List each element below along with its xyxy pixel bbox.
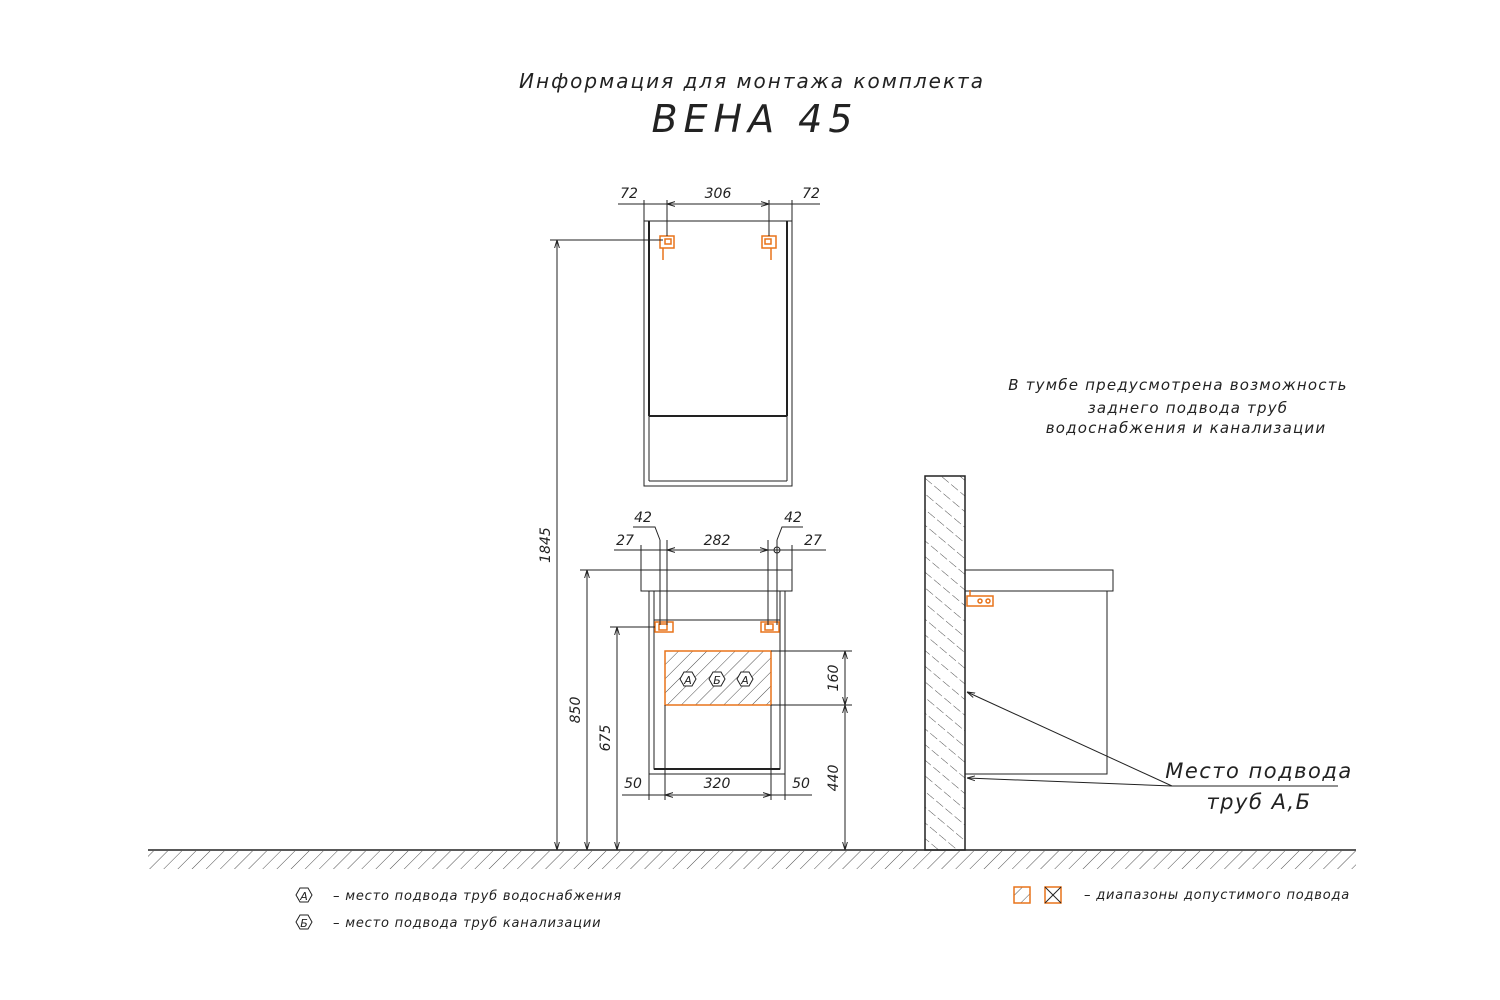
floor-hatch: [148, 851, 1356, 869]
dim-mirror-mid: 306: [705, 186, 732, 202]
base-cabinet: [640, 569, 793, 775]
dim-zone-base: 440: [826, 765, 842, 792]
wall-section: [924, 475, 966, 851]
dim-base-mid: 282: [704, 533, 731, 549]
base-mount-left-icon: [654, 621, 674, 633]
dim-height-675: 675: [598, 725, 614, 752]
marker-water-right: А: [736, 671, 754, 687]
vertical-dimensions-right: [771, 650, 852, 850]
dim-bottom-left: 50: [624, 776, 642, 792]
dim-zone-height: 160: [826, 665, 842, 692]
side-mount-icon: [966, 590, 994, 607]
dim-mirror-right: 72: [802, 186, 820, 202]
svg-text:Б: Б: [713, 674, 721, 687]
callout-leader: [967, 692, 1338, 787]
marker-water-left: А: [679, 671, 697, 687]
title-line1: Информация для монтажа комплекта: [519, 69, 985, 93]
svg-text:А: А: [299, 890, 308, 903]
svg-text:А: А: [740, 674, 749, 687]
legend-range-hatch-icon: [1013, 886, 1031, 904]
base-mount-right-icon: [760, 621, 780, 633]
mirror-cabinet: [643, 220, 793, 487]
dim-total-height: 1845: [538, 527, 554, 563]
svg-text:Б: Б: [300, 917, 308, 930]
side-view-cabinet: [964, 569, 1114, 775]
callout-line1: Место подвода: [1165, 759, 1353, 783]
dim-base-top-left: 42: [634, 510, 652, 526]
legend-water-marker: А: [295, 887, 313, 903]
dim-bottom-right: 50: [792, 776, 810, 792]
note-line3: водоснабжения и канализации: [1046, 419, 1327, 437]
vertical-dimensions-left: [550, 239, 663, 850]
legend-sewer-marker: Б: [295, 914, 313, 930]
legend-water: – место подвода труб водоснабжения: [333, 889, 622, 904]
mirror-mount-right-icon: [761, 235, 777, 260]
callout-line2: труб А,Б: [1206, 790, 1311, 814]
dim-height-850: 850: [568, 697, 584, 724]
svg-text:А: А: [683, 674, 692, 687]
title-line2: ВЕНА 45: [651, 97, 858, 141]
dim-base-side-right: 27: [804, 533, 822, 549]
legend-ranges: – диапазоны допустимого подвода: [1084, 888, 1350, 903]
note-line2: заднего подвода труб: [1088, 399, 1289, 417]
dim-mirror-left: 72: [620, 186, 638, 202]
base-top-dimensions: [614, 526, 826, 625]
legend-sewer: – место подвода труб канализации: [333, 916, 601, 931]
dim-base-top-right: 42: [784, 510, 802, 526]
mirror-top-dimensions: [618, 200, 820, 236]
dim-base-side-left: 27: [616, 533, 634, 549]
base-bottom-dimensions: [622, 705, 812, 800]
legend-range-cross-icon: [1044, 886, 1062, 904]
dim-bottom-mid: 320: [704, 776, 731, 792]
note-line1: В тумбе предусмотрена возможность: [1008, 376, 1347, 394]
marker-sewer: Б: [708, 671, 726, 687]
